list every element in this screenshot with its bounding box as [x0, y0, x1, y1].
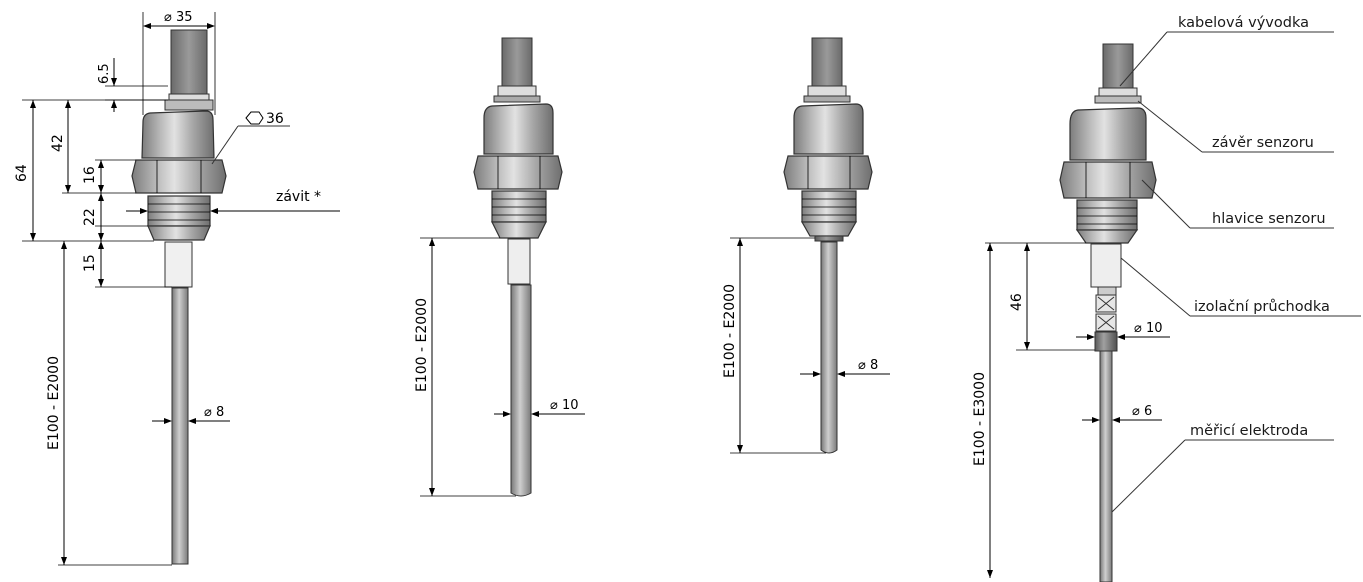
insulating-bushing — [1090, 243, 1122, 288]
taper — [147, 225, 211, 241]
dim-64-label: 64 — [14, 164, 30, 182]
hex-icon — [245, 111, 264, 125]
hex-nut — [1059, 161, 1157, 199]
thread-section — [1076, 199, 1138, 231]
dim-16-label: 16 — [82, 166, 98, 184]
cable — [1102, 43, 1134, 89]
hex-36-label: 36 — [266, 111, 284, 127]
length-4-label: E100 - E3000 — [972, 372, 988, 466]
bushing-neck — [1097, 286, 1117, 296]
measuring-rod — [171, 287, 189, 565]
sensor-2: E100 - E2000 ⌀ 10 — [414, 37, 585, 497]
measuring-rod — [1099, 350, 1113, 582]
dim-22-label: 22 — [82, 208, 98, 226]
sensor-top-body — [141, 110, 215, 159]
sensor-top-body — [793, 103, 864, 155]
dia-10-a-label: ⌀ 10 — [550, 398, 579, 413]
sensor-top-body — [483, 103, 554, 155]
dim-15-label: 15 — [82, 254, 98, 272]
gland-ring — [1098, 87, 1138, 97]
thread-section — [147, 195, 211, 227]
electrode-collar — [1094, 331, 1118, 352]
callout-cable-gland: kabelová vývodka — [1178, 15, 1309, 31]
insulating-bushing — [507, 238, 531, 285]
gland-cap — [1094, 95, 1142, 104]
gland-ring — [164, 99, 214, 111]
hex-nut — [131, 159, 227, 194]
length-1-label: E100 - E2000 — [46, 356, 62, 450]
callout-measuring-electrode: měřicí elektroda — [1190, 423, 1308, 439]
measuring-rod — [820, 241, 838, 454]
gland-ring — [807, 85, 847, 97]
length-3-label: E100 - E2000 — [722, 284, 738, 378]
dim-46-label: 46 — [1009, 293, 1025, 311]
dia-8-a-label: ⌀ 8 — [204, 405, 224, 420]
dia-8-b-label: ⌀ 8 — [858, 358, 878, 373]
taper — [800, 221, 858, 237]
sensor-3: E100 - E2000 ⌀ 8 — [722, 37, 890, 454]
callout-insulating-bushing: izolační průchodka — [1194, 299, 1330, 315]
length-2-label: E100 - E2000 — [414, 298, 430, 392]
callout-sensor-lock: závěr senzoru — [1212, 135, 1314, 151]
sensor-1: ⌀ 35 6.5 64 42 16 2 — [14, 10, 340, 566]
thread-section — [801, 190, 857, 223]
gland-ring — [497, 85, 537, 97]
dim-6-5-label: 6.5 — [97, 63, 112, 84]
gland-cap — [168, 93, 210, 101]
sensor-4: 46 E100 - E3000 ⌀ 10 ⌀ 6 kabelová vývodk… — [972, 15, 1361, 582]
taper — [1075, 229, 1139, 244]
gland-cap — [803, 95, 851, 103]
cable — [811, 37, 843, 87]
dia-6-label: ⌀ 6 — [1132, 404, 1152, 419]
thread-label: závit * — [276, 189, 321, 205]
sensor-top-body — [1069, 107, 1147, 161]
hex-nut — [783, 155, 873, 190]
cable — [170, 29, 208, 97]
thread-section — [491, 190, 547, 223]
gland-cap — [493, 95, 541, 103]
callout-sensor-head: hlavice senzoru — [1212, 211, 1326, 227]
dim-42-label: 42 — [50, 134, 66, 152]
measuring-rod — [510, 284, 532, 497]
end-collar — [814, 235, 844, 242]
cable — [501, 37, 533, 87]
taper — [491, 221, 547, 239]
dia-35-label: ⌀ 35 — [164, 10, 193, 25]
insulating-bushing — [164, 241, 193, 288]
hex-nut — [473, 155, 563, 190]
dia-10-b-label: ⌀ 10 — [1134, 321, 1163, 336]
